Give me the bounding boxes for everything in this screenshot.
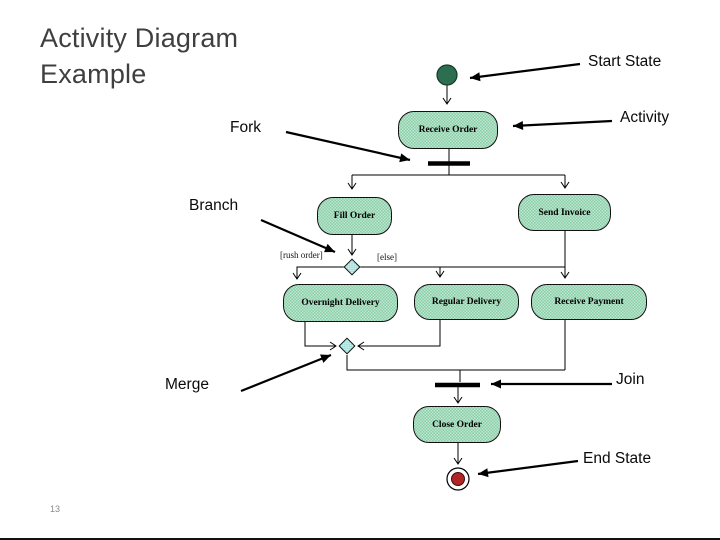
end-state-node — [446, 467, 470, 491]
activity-node-label: Send Invoice — [538, 207, 591, 218]
edge-merge-out — [346, 355, 565, 371]
callout-end-state: End State — [583, 450, 652, 467]
start-state-node — [436, 64, 458, 86]
activity-node-label: Overnight Delivery — [301, 298, 380, 308]
guard-rush-order: [rush order] — [280, 250, 323, 260]
fork-callout-arrow — [285, 130, 411, 163]
activity-node-receive-payment: Receive Payment — [531, 284, 647, 320]
branch-callout-arrow — [260, 218, 336, 254]
callout-fork: Fork — [230, 119, 261, 136]
callout-arrows — [240, 62, 613, 478]
activity-node-regular-delivery: Regular Delivery — [414, 284, 519, 320]
activity-node-label: Receive Payment — [554, 297, 624, 307]
activity-node-close-order: Close Order — [413, 406, 501, 443]
start-state-callout-arrow — [469, 62, 581, 82]
guard-else: [else] — [377, 252, 397, 262]
callout-branch: Branch — [189, 197, 239, 214]
activity-callout-arrow — [512, 119, 613, 130]
edge-overnight-to-merge — [304, 322, 337, 351]
activity-node-receive-order: Receive Order — [398, 111, 498, 149]
activity-node-label: Receive Order — [418, 125, 478, 135]
edge-branch-to-overnight — [292, 266, 344, 280]
end-state-callout-arrow — [477, 459, 579, 478]
merge-callout-arrow — [240, 353, 332, 393]
edge-regular-to-merge — [357, 318, 441, 351]
callout-start-state: Start State — [588, 53, 662, 70]
activity-node-label: Regular Delivery — [431, 297, 502, 307]
callout-merge: Merge — [165, 376, 209, 393]
end-state-inner-dot — [451, 472, 465, 486]
callout-activity: Activity — [620, 109, 670, 126]
activity-node-send-invoice: Send Invoice — [518, 194, 611, 231]
slide-title: Activity Diagram Example — [40, 23, 239, 89]
activity-node-overnight-delivery: Overnight Delivery — [283, 284, 398, 322]
activity-node-fill-order: Fill Order — [317, 197, 392, 235]
activity-node-label: Fill Order — [333, 211, 376, 221]
callout-join: Join — [616, 371, 645, 388]
flow-connectors — [292, 85, 570, 465]
page-number: 13 — [50, 504, 61, 514]
activity-node-label: Close Order — [432, 419, 482, 430]
